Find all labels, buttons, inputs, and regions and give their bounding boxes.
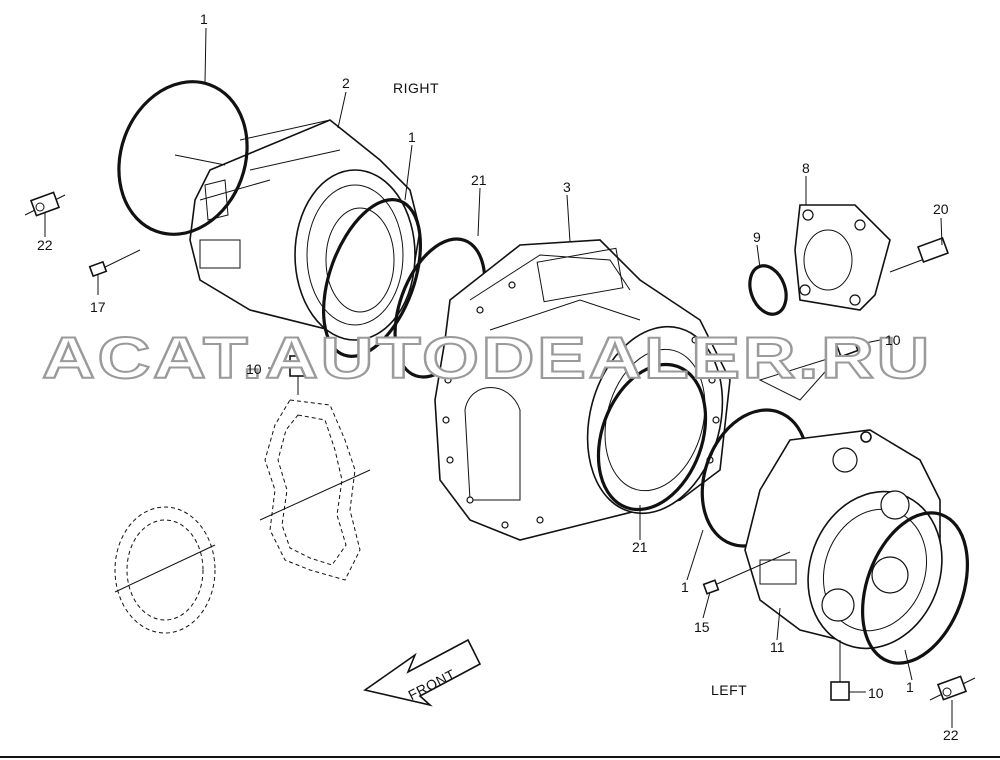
callout-plug-left: 22 — [37, 237, 53, 253]
callout-plug-bottom: 10 — [868, 685, 884, 701]
plug-22-left — [24, 191, 66, 217]
leader-lines — [44, 27, 953, 728]
plug-10-bottom — [830, 640, 866, 701]
callout-bolt: 20 — [933, 201, 949, 217]
plug-10-right — [758, 336, 881, 401]
callout-nipple-bottom: 15 — [694, 619, 710, 635]
callout-ring-mid-top: 1 — [408, 129, 416, 145]
nipple-15 — [702, 551, 791, 595]
dashed-gasket-round — [114, 506, 216, 634]
o-ring-bottom-right — [860, 511, 970, 665]
callout-gasket-bottom: 21 — [632, 539, 648, 555]
callout-housing-right: 2 — [342, 75, 350, 91]
gasket-bottom — [596, 362, 708, 512]
callout-ring-bottom-mid: 1 — [681, 579, 689, 595]
plug-10-left — [268, 355, 307, 395]
callout-ring-bottom-right: 1 — [906, 679, 914, 695]
callout-nipple-left: 17 — [90, 299, 106, 315]
left-side-label: LEFT — [711, 682, 747, 698]
right-side-label: RIGHT — [393, 80, 439, 96]
callout-gasket-top: 21 — [471, 172, 487, 188]
flange-cover — [794, 204, 891, 311]
callout-flange-cover: 8 — [802, 160, 810, 176]
plug-22-bottom-right — [929, 675, 976, 701]
o-ring-large-top — [117, 80, 249, 236]
watermark-text: ACAT.AUTODEALER.RU — [42, 326, 932, 391]
callout-ring-top-left: 1 — [200, 11, 208, 27]
o-ring-small — [748, 264, 788, 316]
callout-o-ring-small: 9 — [753, 229, 761, 245]
o-ring-mid-top — [321, 198, 423, 358]
front-arrow-icon: FRONT — [363, 638, 482, 707]
right-axle-housing — [174, 119, 421, 341]
callout-center-housing: 3 — [563, 179, 571, 195]
callout-plug-bottom-right: 22 — [943, 727, 959, 743]
nipple-17 — [88, 249, 141, 278]
left-axle-housing — [744, 429, 943, 650]
callout-housing-left: 11 — [770, 639, 785, 655]
callout-plug-mid-right: 10 — [885, 332, 901, 348]
callout-plug-mid-left: 10 — [246, 361, 262, 377]
dashed-gasket-large — [259, 399, 371, 581]
flange-bolt — [889, 237, 949, 273]
